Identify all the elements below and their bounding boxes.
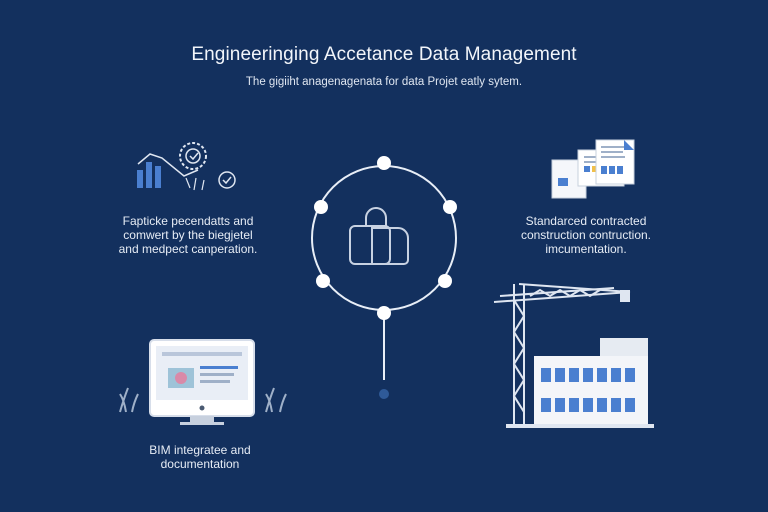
caption-right: Standarced contracted construction contr…: [520, 214, 652, 256]
page-subtitle: The gigiiht anagenagenata for data Proje…: [245, 76, 523, 88]
hub-node-left-upper[interactable]: [314, 200, 328, 214]
hub-node-bottom[interactable]: [377, 306, 391, 320]
monitor-icon: [119, 339, 287, 425]
hub-node-left-lower[interactable]: [316, 274, 330, 288]
analytics-gear-icon: [137, 142, 236, 191]
crane-building-icon: [493, 283, 654, 428]
caption-bottom: BIM integratee and documentation: [149, 443, 251, 471]
caption-left: Fapticke pecendatts and comwert by the b…: [118, 214, 258, 256]
hub-node-top[interactable]: [377, 156, 391, 170]
page-title: Engineeringing Accetance Data Management: [191, 44, 577, 65]
hub-node-right-lower[interactable]: [438, 274, 452, 288]
hub-stem-end: [379, 389, 389, 399]
hub-node-right-upper[interactable]: [443, 200, 457, 214]
central-hub: [311, 156, 457, 399]
documents-icon: [551, 139, 635, 199]
hub-ring: [311, 165, 457, 311]
folder-lock-icon: [349, 207, 409, 265]
